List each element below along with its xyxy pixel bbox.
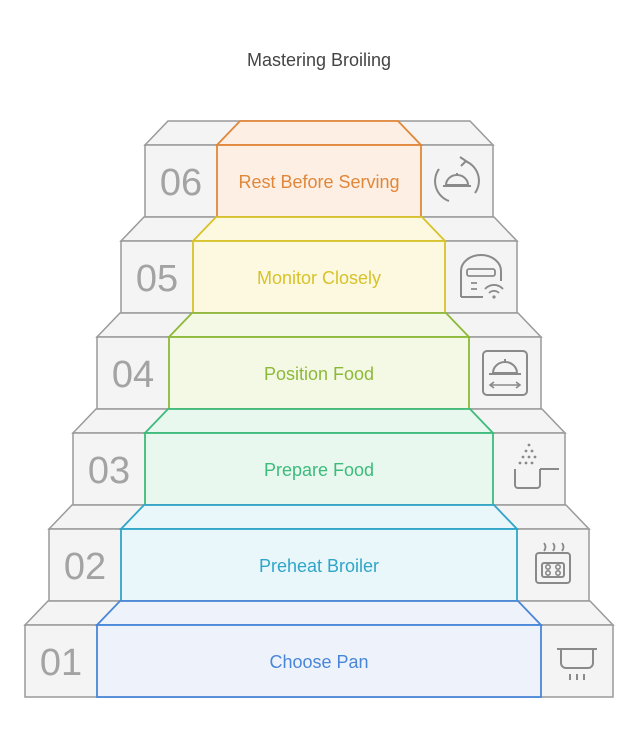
step-03: 03 Prepare Food [71,408,567,506]
step-color-tread [142,408,496,434]
step-04: 04 Position Food [95,312,543,410]
step-color-riser [96,624,542,698]
step-05: 05 Monitor Closely [119,216,519,314]
step-02: 02 Preheat Broiler [47,504,591,602]
step-color-tread [214,120,424,146]
step-color-tread [94,600,544,626]
step-label: Choose Pan [269,652,368,672]
cloche-position-icon [482,350,528,396]
step-number: 06 [160,162,202,204]
step-06: 06 Rest Before Serving [143,120,495,218]
smart-cooker-icon [460,254,504,299]
step-label: Preheat Broiler [259,556,379,576]
step-number: 01 [40,642,82,684]
seasoning-pan-icon [514,443,559,489]
step-number: 02 [64,546,106,588]
step-color-tread [118,504,520,530]
cloche-rest-icon [434,156,480,202]
step-color-tread [166,312,472,338]
step-number: 03 [88,450,130,492]
pot-icon [557,648,597,680]
step-01: 01 Choose Pan [23,600,615,698]
step-label: Position Food [264,364,374,384]
step-color-riser [144,432,494,506]
step-color-tread [190,216,448,242]
diagram-title: Mastering Broiling [246,50,392,70]
step-label: Prepare Food [264,460,374,480]
step-color-riser [216,144,422,218]
step-number: 05 [136,258,178,300]
step-label: Rest Before Serving [238,172,399,192]
step-number: 04 [112,354,154,396]
oven-heat-icon [535,542,571,584]
step-label: Monitor Closely [257,268,381,288]
step-color-riser [120,528,518,602]
